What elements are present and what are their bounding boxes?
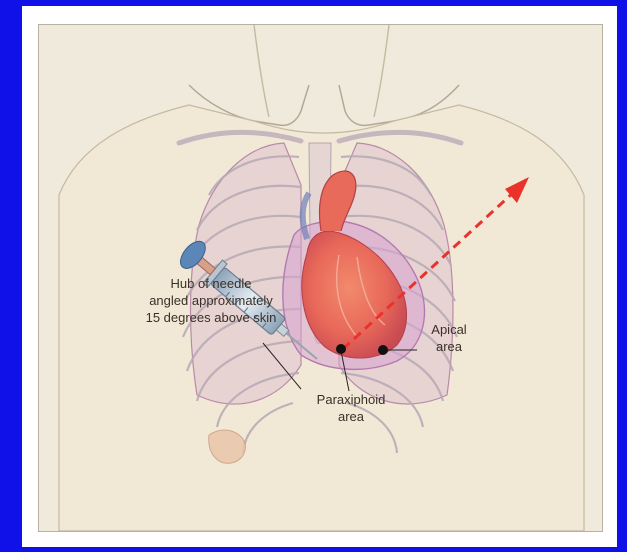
apical-label-line-1: Apical [417, 321, 481, 338]
hub-label-line-2: angled approximately [131, 292, 291, 309]
pericardiocentesis-illustration: Hub of needle angled approximately 15 de… [38, 24, 603, 532]
neck [254, 25, 389, 117]
figure-panel: Hub of needle angled approximately 15 de… [22, 6, 617, 547]
hub-of-needle-label: Hub of needle angled approximately 15 de… [131, 275, 291, 326]
paraxiphoid-dot [336, 344, 346, 354]
paraxiphoid-label-line-1: Paraxiphoid [301, 391, 401, 408]
apical-area-label: Apical area [417, 321, 481, 355]
anatomy-svg [39, 25, 602, 531]
hub-label-line-1: Hub of needle [131, 275, 291, 292]
hub-label-line-3: 15 degrees above skin [131, 309, 291, 326]
paraxiphoid-label-line-2: area [301, 408, 401, 425]
apical-dot [378, 345, 388, 355]
apical-label-line-2: area [417, 338, 481, 355]
paraxiphoid-area-label: Paraxiphoid area [301, 391, 401, 425]
